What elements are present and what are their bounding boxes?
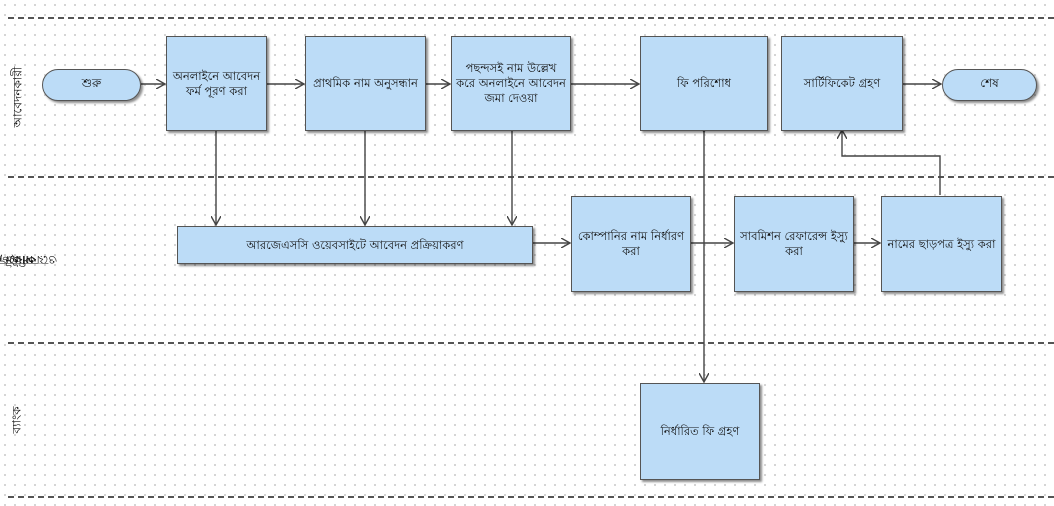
fill-form-step: অনলাইনে আবেদন ফর্ম পূরণ করা xyxy=(166,36,267,131)
name-search-step: প্রাথমিক নাম অনুসন্ধান xyxy=(305,36,426,131)
submit-application-step: পছন্দসই নাম উল্লেখ করে অনলাইনে আবেদন জমা… xyxy=(451,36,571,131)
lane-divider-2 xyxy=(8,342,1054,344)
lane-divider-1 xyxy=(8,176,1054,178)
fix-company-name-step: কোম্পানির নাম নির্ধারণ করা xyxy=(571,196,691,292)
process-application-step: আরজেএসসি ওয়েবসাইটে আবেদন প্রক্রিয়াকরণ xyxy=(177,226,533,264)
lane-divider-bottom xyxy=(8,496,1054,498)
receive-certificate-step: সার্টিফিকেট গ্রহণ xyxy=(781,36,903,131)
issue-reference-step: সাবমিশন রেফারেন্স ইস্যু করা xyxy=(734,196,854,292)
end-terminal: শেষ xyxy=(942,69,1037,101)
issue-name-clearance-step: নামের ছাড়পত্র ইস্যু করা xyxy=(881,196,1002,292)
start-terminal: শুরু xyxy=(42,69,141,101)
bank-receive-fee-step: নির্ধারিত ফি গ্রহণ xyxy=(640,383,760,480)
pay-fee-step: ফি পরিশোধ xyxy=(640,36,768,131)
arrow-clearance-to-certificate xyxy=(842,131,941,195)
lane-divider-top xyxy=(8,17,1054,19)
